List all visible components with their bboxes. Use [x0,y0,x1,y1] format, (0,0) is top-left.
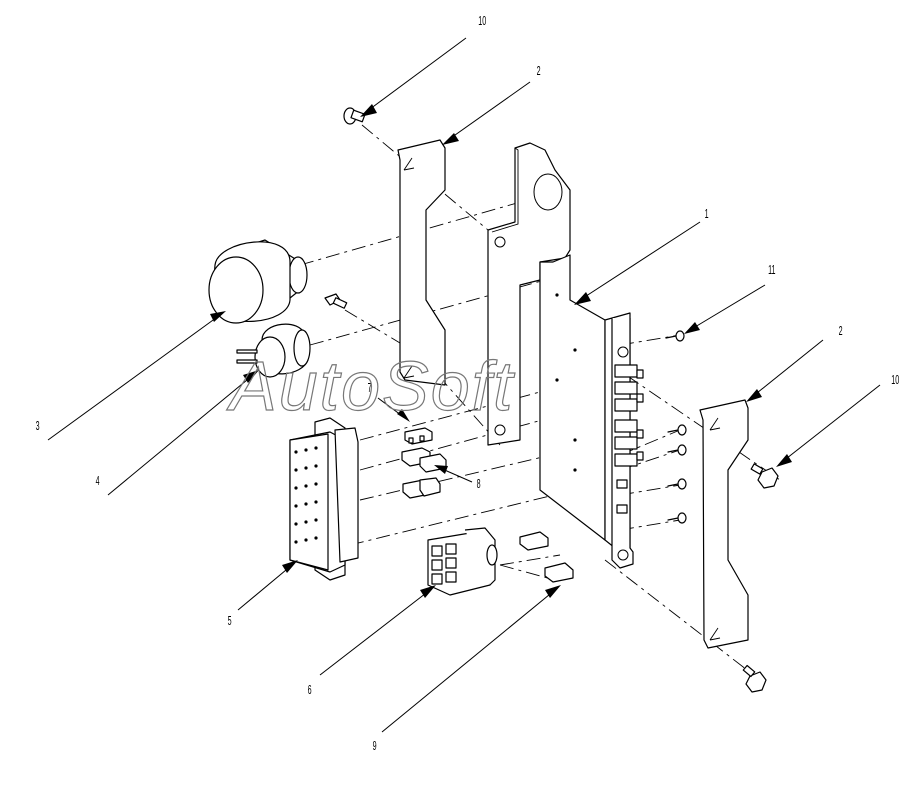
bolt-upper-left [343,107,366,125]
callout-7: 7 [368,382,372,396]
callout-6: 6 [308,684,312,698]
bracket-fuse-sockets [614,364,644,514]
callout-1: 1 [705,208,709,222]
callout-2-top: 2 [537,65,541,79]
buzzer-cylinder [208,239,308,324]
callout-2-right: 2 [839,325,843,339]
callout-10-top: 10 [478,15,486,29]
screw-small [324,293,348,309]
leader-lines [47,37,881,733]
callout-5: 5 [228,615,232,629]
callout-8: 8 [477,478,481,492]
bracket-strip-left [397,139,446,386]
callout-11: 11 [768,264,776,278]
watermark-text: AutoSoft [226,347,515,425]
screws-set [665,330,687,524]
callout-10-right: 10 [891,374,899,388]
bracket-strip-right [699,399,749,649]
flasher-relay [236,323,311,378]
multi-pin-connector [289,417,359,581]
main-bracket-front-plate [539,254,644,569]
bolt-lower-right [742,664,767,693]
connector-pins [294,446,318,544]
mini-fuses [519,531,574,583]
callout-9: 9 [373,740,377,754]
blade-fuses [401,427,447,499]
callout-numbers: 10 2 1 11 2 10 3 4 5 6 7 8 9 [36,15,900,754]
main-bracket-rear-plate [487,142,571,446]
bolt-right [750,463,779,489]
callout-4: 4 [96,475,100,489]
callout-3: 3 [36,420,40,434]
relay-connector [427,527,498,596]
